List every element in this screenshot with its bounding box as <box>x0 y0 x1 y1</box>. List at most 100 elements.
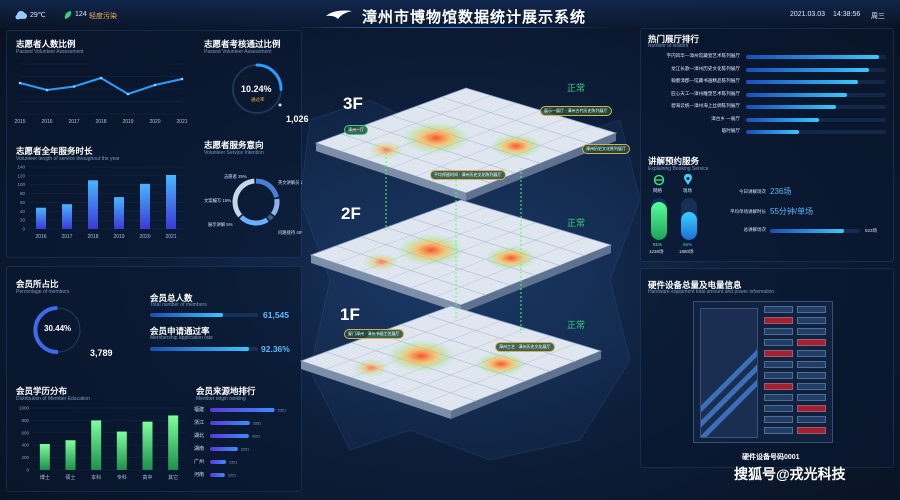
volunteer-ratio-subtitle: Passed Volunteer Assessment <box>16 49 84 55</box>
battery-cell[interactable] <box>764 416 793 423</box>
battery-cell[interactable] <box>764 328 793 335</box>
battery-cell[interactable] <box>797 405 826 412</box>
members-ratio-percent: 30.44% <box>44 324 72 333</box>
booking-online-label: 网络 <box>653 188 662 193</box>
battery-cell[interactable] <box>797 394 826 401</box>
x-tick-label: 高中 <box>142 474 152 481</box>
battery-cell[interactable] <box>797 339 826 346</box>
booking-onsite-gauge <box>681 198 697 240</box>
floor-tag[interactable]: 漳州工艺 · 漳州历史文化展厅 <box>495 342 555 352</box>
battery-cell[interactable] <box>797 317 826 324</box>
bar <box>166 174 176 229</box>
members-total-fill <box>150 313 224 317</box>
line-point <box>180 77 184 81</box>
total-sessions-label: 总讲解场次 <box>743 227 767 232</box>
battery-cell[interactable] <box>764 405 793 412</box>
y-tick-label: 800 <box>21 418 29 423</box>
battery-cell[interactable] <box>764 339 793 346</box>
bar <box>210 460 227 464</box>
battery-cell[interactable] <box>797 328 826 335</box>
battery-cell[interactable] <box>764 361 793 368</box>
floor-3f-label[interactable]: 3F <box>343 94 363 113</box>
volunteer-pass-percent: 10.24% <box>241 84 272 94</box>
donut-label: 展示讲解 5% <box>208 221 233 228</box>
header-bar <box>0 0 900 30</box>
y-tick-label: 0 <box>22 227 25 232</box>
hot-exhibition-row[interactable]: 翰墨漳郡—馆藏书画精品陈列展厅 <box>648 77 888 87</box>
hardware-title: 硬件设备总量及电量信息 <box>648 280 742 290</box>
hardware-battery-grid <box>764 306 828 438</box>
hot-exhibition-row[interactable]: 临时展厅 <box>648 127 888 137</box>
floor-2f-status: 正常 <box>567 218 586 228</box>
battery-cell[interactable] <box>764 372 793 379</box>
origin-name: 广州 <box>194 458 204 465</box>
x-tick-label: 2017 <box>68 119 79 125</box>
floor-tag[interactable]: 漳州历史文化陈列展厅 <box>582 144 630 154</box>
members-apply-subtitle: Membership application rate <box>150 335 213 341</box>
battery-cell[interactable] <box>764 427 793 434</box>
floor-tag[interactable]: 漳州一厅 <box>344 125 368 135</box>
battery-cell[interactable] <box>797 372 826 379</box>
wall-line <box>425 314 577 363</box>
y-tick-label: 80 <box>20 191 26 196</box>
x-tick-label: 2015 <box>14 119 25 125</box>
today-sessions-value: 236场 <box>770 187 792 196</box>
hot-exhibition-name: 漳台乡 一展厅 <box>711 115 740 121</box>
line-point <box>153 83 157 87</box>
volunteer-hours-subtitle: Volunteer length of service throughout t… <box>16 156 120 162</box>
hot-exhibition-row[interactable]: 漳台乡 一展厅 <box>648 115 888 125</box>
x-tick-label: 2019 <box>113 234 124 240</box>
floor-1f <box>299 305 603 419</box>
hot-exhibition-row[interactable]: 匠心天工—漳州雕塑艺术陈列展厅 <box>648 90 888 100</box>
hot-exhibition-name: 龙江长歌—漳州历史文化陈列展厅 <box>671 65 740 71</box>
donut-label: 英文讲解员 25% <box>278 179 302 186</box>
x-tick-label: 其它 <box>168 474 178 481</box>
hot-exhibition-bar <box>746 105 836 109</box>
floor-tag[interactable]: 平均停留时间 · 漳州历史文化陈列展厅 <box>430 170 506 180</box>
floor-tag[interactable]: 展示一展厅 · 漳州古代历史陈列展厅 <box>540 106 612 116</box>
members-total-title: 会员总人数 <box>150 293 193 303</box>
battery-cell[interactable] <box>797 427 826 434</box>
volunteer-pass-label: 通过率 <box>251 97 265 102</box>
hot-exhibition-row[interactable]: 字内风华—漳州馆藏瓷艺术陈列展厅 <box>648 52 888 62</box>
battery-cell[interactable] <box>764 306 793 313</box>
line-point <box>18 81 22 85</box>
battery-cell[interactable] <box>797 361 826 368</box>
donut-slice <box>267 214 274 221</box>
bar <box>114 197 124 229</box>
y-tick-label: 20 <box>20 218 26 223</box>
origin-value: 3281 <box>253 422 261 426</box>
hot-exhibition-bar <box>746 117 819 122</box>
hot-exhibition-track <box>746 105 886 109</box>
members-apply-track <box>150 347 258 351</box>
x-tick-label: 2019 <box>122 119 133 125</box>
battery-cell[interactable] <box>797 416 826 423</box>
education-subtitle: Distribution of Member Education <box>16 396 90 402</box>
line-point <box>99 76 103 80</box>
booking-onsite-count: 1880场 <box>679 249 694 254</box>
volunteer-pass-count: 1,026 <box>286 114 309 124</box>
battery-cell[interactable] <box>764 317 793 324</box>
battery-cell[interactable] <box>797 383 826 390</box>
total-sessions-track <box>770 229 860 233</box>
floor-2f-label[interactable]: 2F <box>341 204 361 223</box>
floor-1f-label[interactable]: 1F <box>340 305 360 324</box>
origin-value: 1321 <box>229 461 237 465</box>
battery-cell[interactable] <box>797 350 826 357</box>
battery-cell[interactable] <box>764 394 793 401</box>
avg-duration-value: 55分钟/单场 <box>770 207 814 216</box>
heatmap-blob <box>363 253 399 271</box>
hot-exhibition-row[interactable]: 龙江长歌—漳州历史文化陈列展厅 <box>648 65 888 75</box>
volunteer-intent-donut: 志愿者 25%文案编写 15%展示讲解 5%英文讲解员 25%问路接待 40% <box>204 173 302 236</box>
battery-cell[interactable] <box>764 350 793 357</box>
floor-tag[interactable]: 厦门漳州 · 漳州书画工艺展厅 <box>344 329 404 339</box>
x-tick-label: 2018 <box>95 119 106 125</box>
battery-cell[interactable] <box>797 306 826 313</box>
battery-cell[interactable] <box>764 383 793 390</box>
origin-value: 3201 <box>252 435 260 439</box>
y-tick-label: 600 <box>21 430 29 435</box>
hot-exhibition-row[interactable]: 碧海云帆—漳州海上丝绸陈列展厅 <box>648 102 888 112</box>
museum-floor-map[interactable] <box>296 78 646 440</box>
aqi-label: 轻度污染 <box>89 13 117 20</box>
